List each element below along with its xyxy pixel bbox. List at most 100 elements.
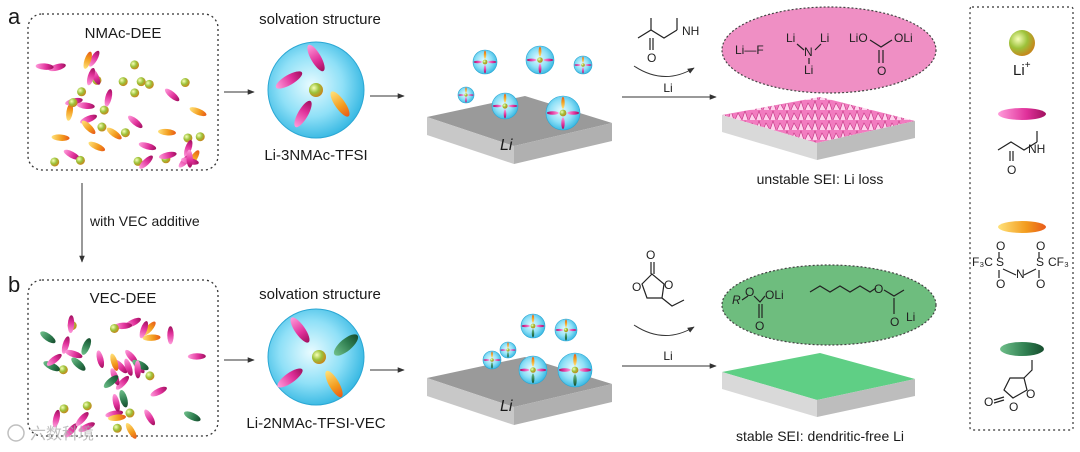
panel-a-electrode-label: Li — [500, 137, 513, 154]
nmac-molecule — [187, 353, 206, 360]
li-ion — [50, 157, 60, 167]
nmac-molecule — [139, 155, 153, 169]
legend-vec-o3: O — [1026, 387, 1035, 401]
panel-b-li-electrode — [427, 357, 612, 425]
panel-a-solvation-label: Li-3NMAc-TFSI — [264, 147, 367, 164]
cluster-ligand — [546, 111, 559, 115]
solvated-cluster — [472, 49, 498, 75]
panel-b-curved-arrow — [633, 324, 695, 336]
cluster-li-ion — [490, 358, 494, 362]
nmac-molecule — [134, 360, 141, 379]
sei-b-o2: O — [755, 319, 764, 333]
nmac-molecule — [104, 89, 113, 107]
tfsi-molecule — [158, 128, 176, 136]
nmac-nh-text: NH — [682, 24, 699, 38]
nmac-molecule — [52, 409, 60, 428]
nmac-molecule — [65, 349, 83, 359]
nmac-o-text: O — [647, 51, 656, 65]
panel-b-electrolyte-box — [27, 279, 219, 437]
panel-b-box-title: VEC-DEE — [90, 290, 157, 307]
tfsi-molecule — [142, 334, 161, 341]
panel-a-curved-arrow — [633, 65, 695, 77]
cluster-ligand — [531, 314, 535, 323]
nmac-molecule — [184, 140, 193, 158]
nmac-molecule — [127, 115, 143, 129]
nmac-molecule — [186, 149, 193, 168]
cluster-ligand — [500, 349, 506, 351]
solvated-cluster — [482, 350, 502, 370]
panel-b-vec-structure: O O O — [632, 248, 685, 307]
cluster-ligand — [538, 63, 542, 74]
vec-ring-o2: O — [664, 278, 673, 292]
cluster-ligand — [491, 362, 493, 369]
cluster-ligand — [491, 351, 493, 358]
cluster-ligand — [543, 58, 554, 62]
cluster-ligand — [526, 58, 537, 62]
cluster-ligand — [585, 64, 592, 66]
nmac-molecule — [64, 423, 78, 438]
li-ion — [144, 79, 154, 89]
li-ion — [130, 88, 140, 98]
li-ion — [109, 323, 119, 333]
cluster-ligand — [519, 368, 530, 372]
tfsi-molecule — [125, 422, 137, 439]
nmac-molecule — [138, 142, 157, 151]
solvated-cluster — [499, 341, 517, 359]
cluster-ligand — [503, 109, 507, 119]
legend-vec-o2: O — [1009, 400, 1018, 414]
vec-molecule — [71, 357, 86, 371]
solvated-cluster — [518, 355, 548, 385]
sei-a-li1: Li — [786, 31, 795, 45]
nmac-molecule — [96, 350, 105, 368]
sei-a-li3: Li — [804, 63, 813, 77]
cluster-ligand — [573, 374, 577, 387]
tfsi-o4: O — [1036, 277, 1045, 291]
li-ion — [195, 132, 205, 142]
legend-nmac-nh: NH — [1028, 142, 1045, 156]
cluster-ligand — [508, 104, 518, 108]
cluster-ligand — [536, 324, 545, 328]
cluster-ligand — [494, 359, 501, 361]
cluster-ligand — [561, 96, 565, 109]
nmac-molecule — [63, 149, 80, 160]
panel-a-solvated-clusters — [457, 45, 593, 131]
panel-b-electrode-label: Li — [500, 398, 513, 415]
legend-li-ion — [1009, 30, 1035, 56]
legend-nmac-o: O — [1007, 163, 1016, 177]
sei-a-oli: OLi — [894, 31, 913, 45]
li-ion — [136, 77, 146, 87]
tfsi-o1: O — [996, 239, 1005, 253]
cluster-ligand — [531, 373, 535, 384]
sei-a-li2: Li — [820, 31, 829, 45]
li-ion — [75, 155, 85, 165]
legend-nmac-ellipse — [998, 108, 1046, 120]
li-ion — [130, 60, 140, 70]
nmac-molecule — [61, 336, 70, 354]
li-ion — [82, 401, 92, 411]
tfsi-f3c: F₃C — [972, 255, 993, 269]
nmac-molecule — [46, 353, 62, 366]
nmac-molecule — [88, 50, 100, 67]
vec-carbonyl-o: O — [646, 248, 655, 262]
cluster-li-ion — [506, 348, 510, 352]
solvated-cluster — [525, 45, 555, 75]
panel-a-arrow-label: Li — [663, 81, 672, 95]
tfsi-o3: O — [1036, 239, 1045, 253]
tfsi-cf3: CF₃ — [1048, 255, 1069, 269]
li-ion — [133, 156, 143, 166]
panel-a-solvation-sphere — [267, 41, 365, 139]
legend-tfsi-structure: F₃C S N S CF₃ O O O O — [972, 239, 1069, 291]
li-ion — [118, 77, 128, 87]
cluster-li-ion — [530, 367, 536, 373]
panel-b-solvation-title: solvation structure — [259, 286, 381, 303]
legend-box — [969, 6, 1074, 431]
tfsi-molecule — [189, 107, 207, 117]
li-ion — [97, 122, 107, 132]
cluster-ligand — [579, 368, 592, 372]
cluster-ligand — [507, 352, 509, 358]
vec-molecule — [103, 375, 119, 389]
vec-molecule — [183, 411, 201, 422]
vec-molecule — [119, 390, 128, 408]
cluster-li-ion — [502, 103, 508, 109]
legend-vec-structure: O O O — [984, 360, 1035, 414]
